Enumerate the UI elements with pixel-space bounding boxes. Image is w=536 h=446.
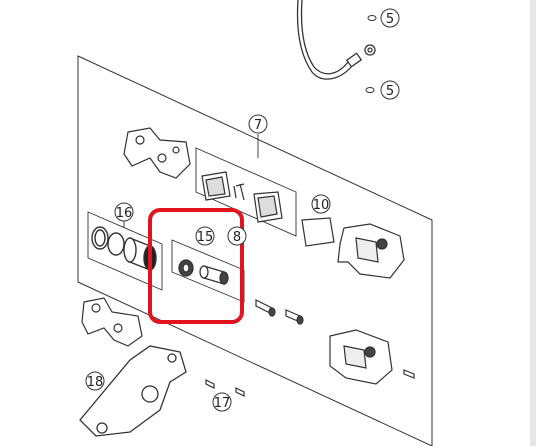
brake-pad-left — [201, 171, 231, 201]
pad-kit-frame — [195, 147, 297, 237]
caliper-bracket-upper — [123, 127, 191, 179]
highlight-box — [148, 208, 244, 324]
callout-5-bottom: 5 — [380, 80, 400, 100]
svg-text:5: 5 — [386, 12, 394, 27]
svg-text:16: 16 — [116, 206, 133, 221]
caliper-holder — [79, 345, 187, 437]
callout-15: 15 — [195, 226, 215, 246]
callout-17: 17 — [212, 392, 232, 412]
assembly-frame — [77, 55, 433, 446]
callout-16: 16 — [114, 202, 134, 222]
slide-pin-left — [178, 259, 194, 277]
slide-pin-right — [199, 265, 229, 285]
brake-pad-10 — [301, 217, 335, 247]
brake-pad-right — [253, 191, 283, 223]
svg-text:10: 10 — [313, 198, 330, 213]
caliper-body-upper — [337, 223, 405, 279]
holder-bolts — [205, 379, 245, 397]
bleed-screw — [403, 369, 415, 379]
caliper-body-lower — [329, 329, 393, 385]
callout-5-top: 5 — [380, 8, 400, 28]
bolt-1 — [255, 299, 276, 317]
washer-top — [367, 15, 377, 21]
pad-spring — [233, 183, 245, 201]
seal-rings — [91, 226, 125, 256]
seal-kit-frame — [87, 211, 163, 291]
svg-text:8: 8 — [233, 230, 241, 245]
svg-text:5: 5 — [386, 84, 394, 99]
svg-text:7: 7 — [254, 118, 262, 133]
brake-hose — [296, 0, 376, 80]
svg-text:15: 15 — [197, 230, 214, 245]
washer-bottom — [365, 87, 375, 93]
callout-8: 8 — [227, 226, 247, 246]
callout-10: 10 — [311, 194, 331, 214]
svg-text:18: 18 — [87, 375, 104, 390]
right-edge-strip — [530, 0, 536, 446]
piston — [123, 236, 157, 272]
svg-text:17: 17 — [214, 396, 231, 411]
bolt-2 — [285, 309, 304, 325]
callout-7: 7 — [248, 114, 268, 134]
caliper-bracket-lower — [81, 297, 143, 347]
callout-18: 18 — [85, 371, 105, 391]
